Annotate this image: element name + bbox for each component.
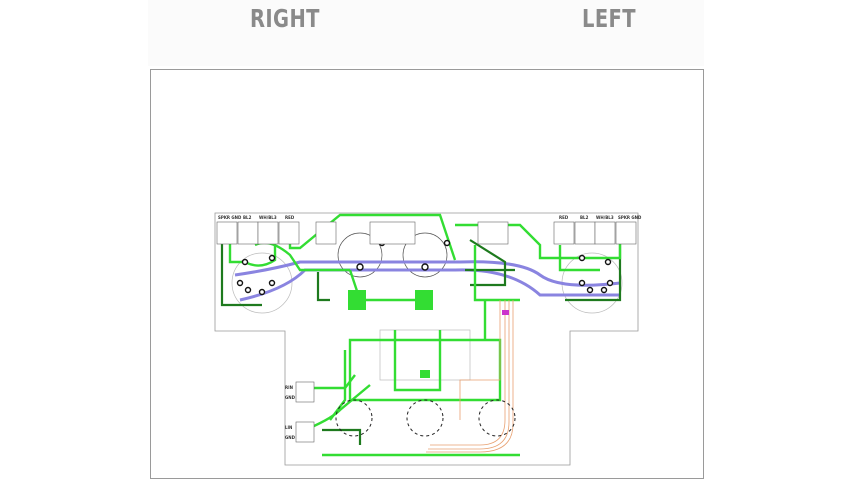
left-channel-title: LEFT xyxy=(582,4,636,33)
right-channel-title: RIGHT xyxy=(250,4,320,33)
connector-label-right-4: RED xyxy=(285,215,295,220)
connector-label-left-1: RED xyxy=(559,215,569,220)
input-label-rgnd: GND xyxy=(285,395,296,400)
highlight-pad xyxy=(502,310,509,315)
input-label-lin: LIN xyxy=(285,425,292,430)
ground-traces xyxy=(234,260,621,302)
bottom-traces xyxy=(220,239,622,445)
input-label-rin: RIN xyxy=(285,385,293,390)
header-band xyxy=(148,0,704,66)
connector-label-left-4: SPKR GND xyxy=(618,215,642,220)
pads xyxy=(348,290,433,378)
connector-label-right-1: SPKR GND xyxy=(218,215,242,220)
signal-traces xyxy=(426,300,514,453)
connector-label-right-2: BL2 xyxy=(243,215,252,220)
octal-sockets xyxy=(335,399,516,437)
connectors xyxy=(216,221,637,443)
connector-label-left-3: WH/BL3 xyxy=(596,215,614,220)
connector-label-right-3: WH/BL3 xyxy=(259,215,277,220)
connector-label-left-2: BL2 xyxy=(580,215,589,220)
input-label-lgnd: GND xyxy=(285,435,296,440)
